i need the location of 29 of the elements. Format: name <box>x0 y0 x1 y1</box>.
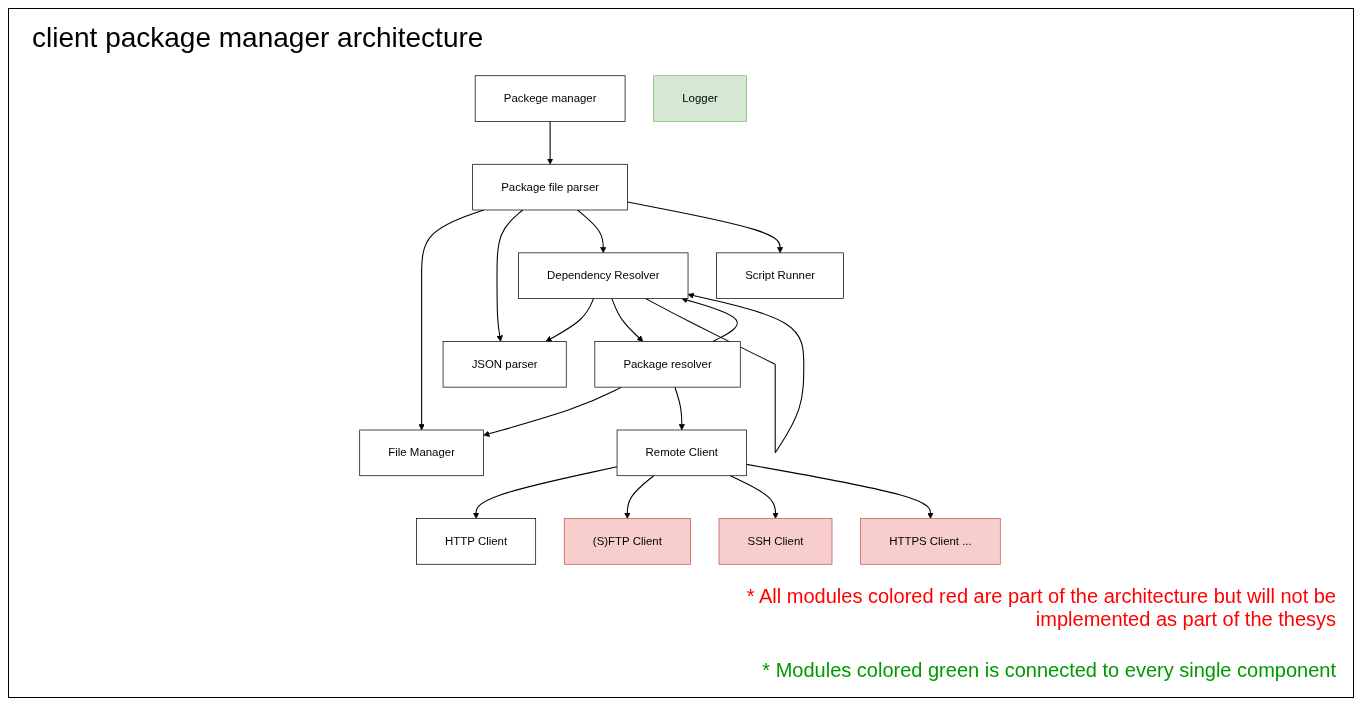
arrow <box>547 120 554 165</box>
note-text: * All modules colored red are part of the architecture but will not be implemented as part of the thesys <box>745 585 1336 631</box>
node-box: JSON parser <box>442 341 567 388</box>
note-text: * Modules colored green is connected to every single component <box>761 659 1336 682</box>
node-box: (S)FTP Client <box>563 518 691 565</box>
arrow <box>624 475 655 519</box>
node-box: Package resolver <box>594 341 741 388</box>
node-box: File Manager <box>359 429 484 477</box>
node-box: HTTPS Client ... <box>860 518 1001 565</box>
node-box: Dependency Resolver <box>518 252 689 299</box>
arrow <box>729 475 779 519</box>
node-box: HTTP Client <box>416 518 537 565</box>
arrow <box>611 298 644 342</box>
node-box: Package file parser <box>472 163 628 211</box>
node-box: Packege manager <box>474 75 626 122</box>
arrow <box>496 209 524 342</box>
arrow <box>472 466 618 519</box>
arrow <box>746 463 934 519</box>
arrow <box>627 201 784 254</box>
arrow <box>681 297 738 342</box>
arrow <box>545 298 595 342</box>
diagram-title: client package manager architecture <box>32 22 484 54</box>
arrow <box>577 209 607 254</box>
node-box: Logger <box>653 75 747 122</box>
arrow <box>674 386 685 431</box>
node-box: SSH Client <box>718 518 833 565</box>
node-box: Remote Client <box>616 429 747 477</box>
arrow <box>645 292 805 454</box>
node-box: Script Runner <box>716 252 844 299</box>
